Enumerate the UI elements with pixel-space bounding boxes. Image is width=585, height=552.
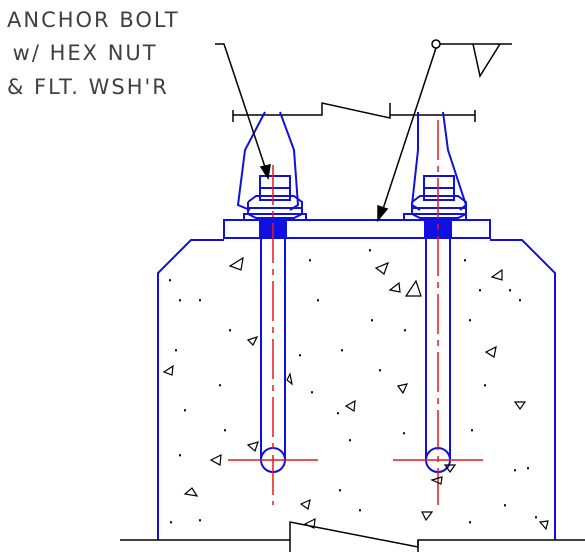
- anchor-bolt-leader: [215, 43, 271, 181]
- concrete-hatch: [162, 249, 549, 531]
- callout-line-1: ANCHOR BOLT: [7, 8, 180, 32]
- top-break-line: [232, 102, 476, 122]
- callout-line-3: & FLT. WSH'R: [7, 75, 169, 99]
- callout-line-2: w/ HEX NUT: [4, 41, 158, 65]
- weld-leader: [377, 47, 437, 223]
- bottom-break-line: [120, 521, 585, 552]
- concrete-pier-outline: [157, 239, 224, 540]
- weld-symbol: [431, 39, 512, 78]
- base-plate: [223, 219, 491, 239]
- left-hex-nut: [247, 175, 303, 219]
- concrete-pier-outline-right: [490, 239, 556, 540]
- centerlines: [272, 120, 439, 505]
